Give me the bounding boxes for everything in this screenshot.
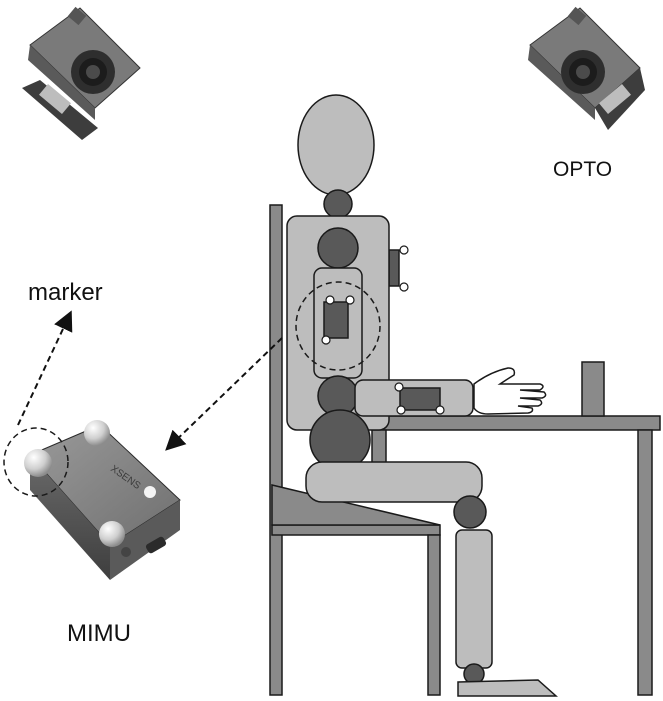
- mimu-sensor: XSENS: [24, 420, 181, 580]
- opto-camera-left: [22, 6, 141, 140]
- upper-arm-sensor: [321, 295, 355, 345]
- marker-ball-1: [84, 420, 110, 446]
- marker-ball-3: [99, 521, 125, 547]
- opto-label: OPTO: [553, 158, 613, 181]
- seated-subject: [286, 94, 558, 697]
- arrow-to-marker: [17, 310, 73, 426]
- mimu-label: MIMU: [67, 620, 131, 647]
- forearm-sensor: [394, 382, 445, 415]
- highlight-circle-arm: [295, 281, 381, 371]
- opto-camera-right: [528, 6, 645, 130]
- glass-icon: [581, 361, 605, 417]
- hand-icon: [473, 367, 547, 415]
- arrow-to-mimu: [165, 337, 283, 451]
- marker-label: marker: [28, 279, 103, 306]
- highlight-circle-marker: [3, 427, 69, 497]
- marker-ball-2: [24, 449, 52, 477]
